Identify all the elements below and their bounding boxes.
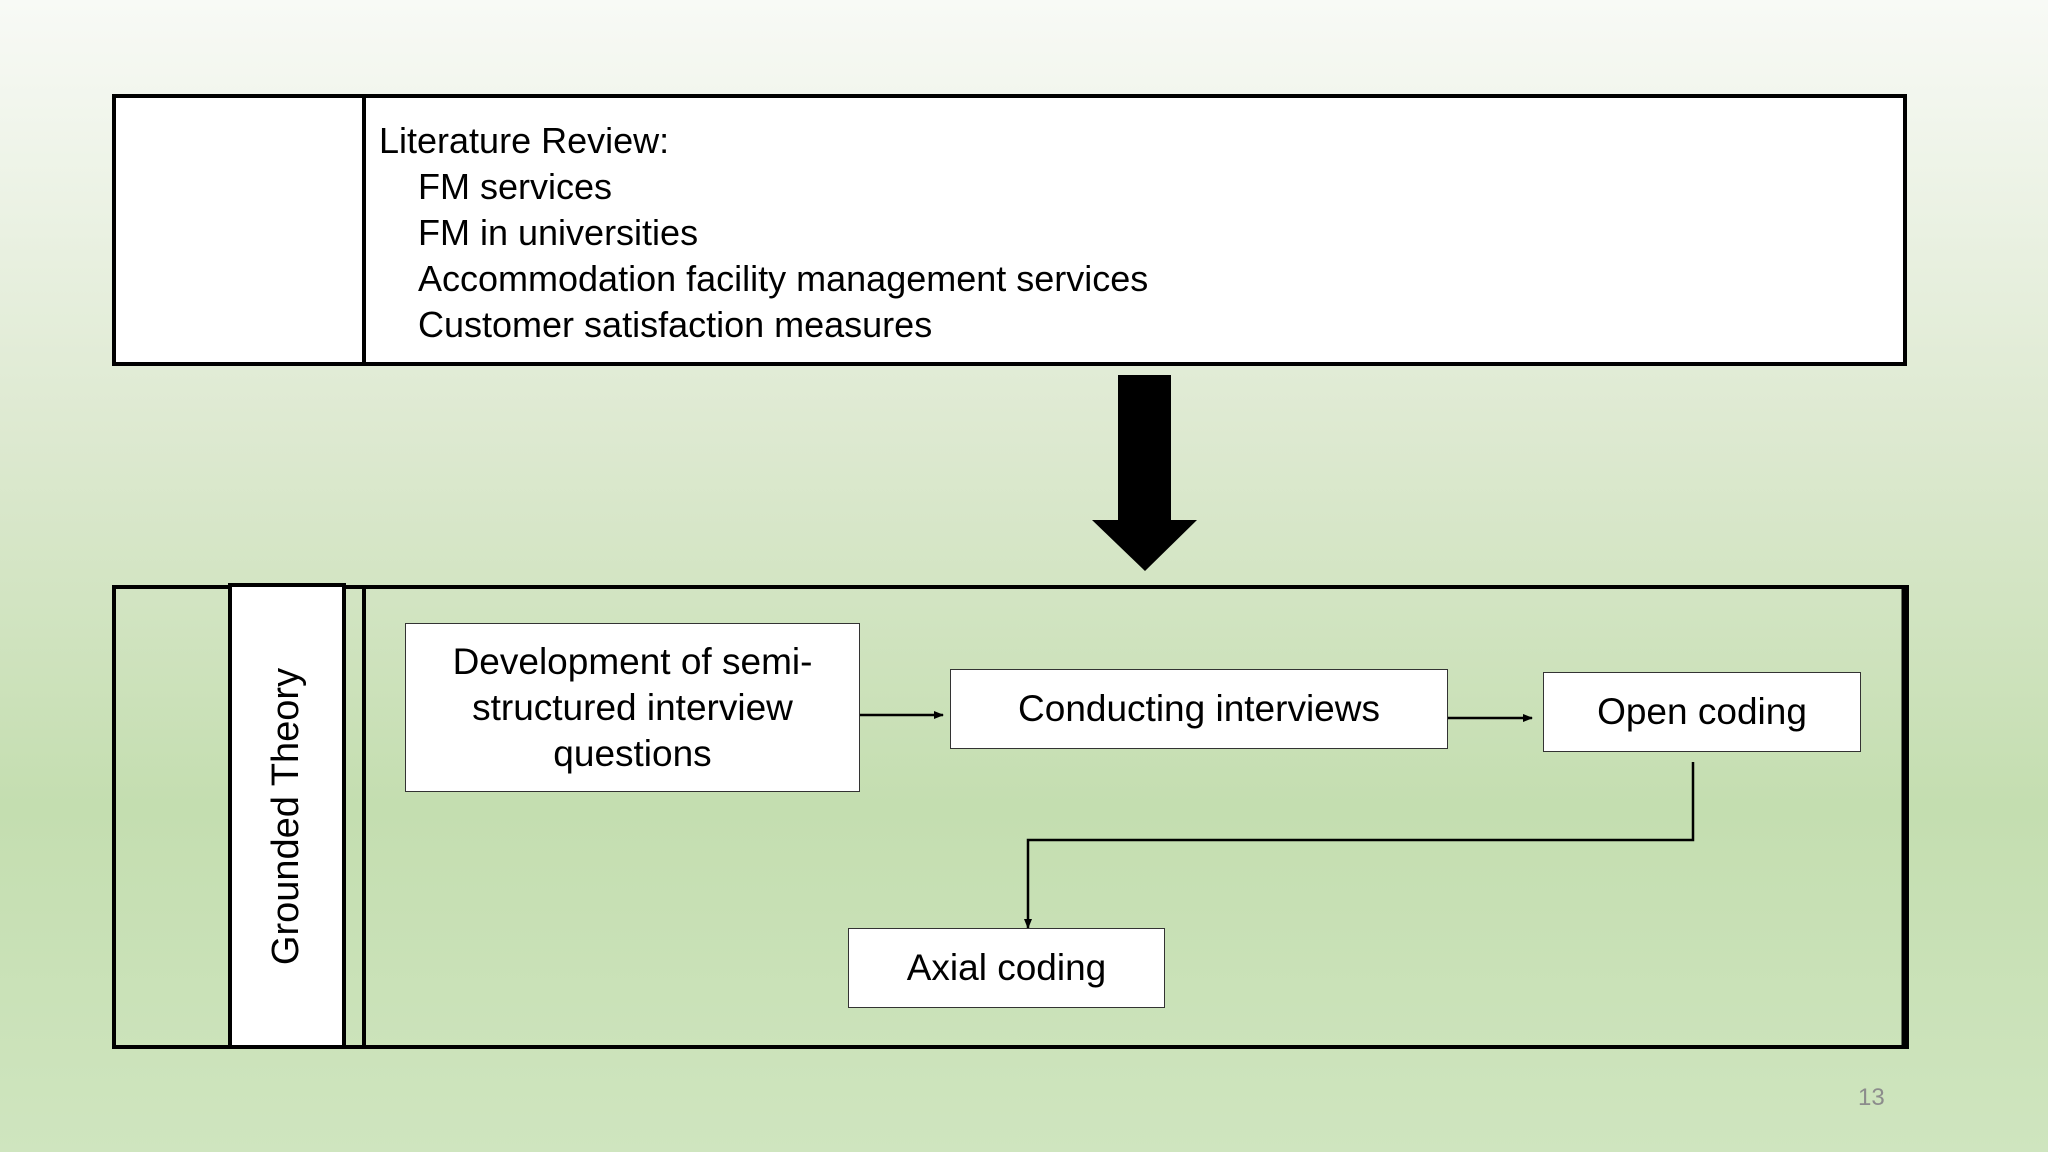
step-development-line: Development of semi- bbox=[452, 640, 813, 682]
step-axial-coding-text: Axial coding bbox=[906, 947, 1107, 988]
literature-review-item: Accommodation facility management servic… bbox=[418, 258, 1149, 299]
grounded-theory-label: Grounded Theory bbox=[230, 585, 344, 1047]
step-development-box: Development of semi- structured intervie… bbox=[405, 623, 860, 792]
big-down-arrow bbox=[1092, 375, 1197, 571]
step-interviews-text: Conducting interviews bbox=[1018, 688, 1380, 729]
page-number: 13 bbox=[1858, 1084, 1885, 1111]
literature-review-item: Customer satisfaction measures bbox=[418, 304, 933, 345]
step-development-line: questions bbox=[553, 732, 712, 774]
grounded-theory-label-box bbox=[228, 583, 346, 1049]
step-interviews-box: Conducting interviews bbox=[950, 669, 1448, 749]
connector-open-coding-to-axial-coding bbox=[1024, 762, 1695, 929]
grounded-theory-label-text: Grounded Theory bbox=[265, 667, 308, 965]
step-axial-coding-box: Axial coding bbox=[848, 928, 1165, 1008]
step-development-line: structured interview bbox=[472, 686, 793, 728]
literature-review-item: FM in universities bbox=[418, 212, 699, 253]
literature-review-text: Literature Review: FM services FM in uni… bbox=[379, 118, 1148, 348]
step-open-coding-text: Open coding bbox=[1597, 691, 1807, 732]
literature-review-frame bbox=[112, 94, 1907, 366]
literature-review-item: FM services bbox=[418, 166, 613, 207]
literature-review-heading: Literature Review: bbox=[379, 120, 670, 161]
step-open-coding-box: Open coding bbox=[1543, 672, 1861, 752]
step-development-text: Development of semi- structured intervie… bbox=[453, 639, 813, 777]
